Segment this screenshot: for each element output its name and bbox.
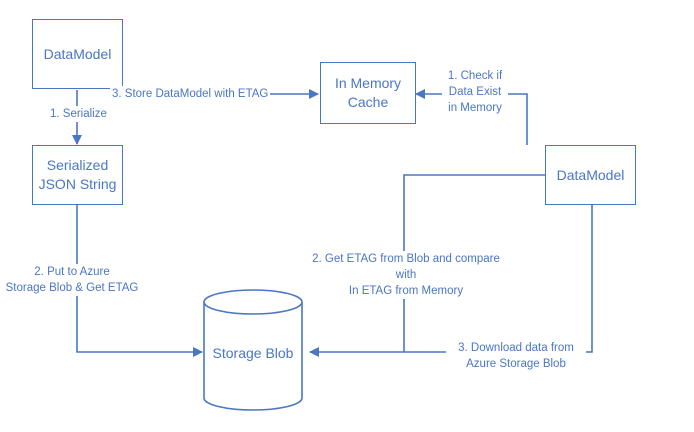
store-label: 3. Store DataModel with ETAG [110, 86, 271, 102]
get-etag-label: 2. Get ETAG from Blob and compare with I… [307, 251, 505, 299]
serialized-json-box: Serialized JSON String [32, 145, 123, 205]
check-cache-label: 1. Check if Data Exist in Memory [442, 68, 508, 116]
storage-blob-label: Storage Blob [212, 344, 294, 361]
serialize-label: 1. Serialize [50, 106, 107, 122]
download-label: 3. Download data from Azure Storage Blob [446, 340, 586, 372]
in-memory-cache-box: In Memory Cache [320, 62, 416, 124]
datamodel-left-box: DataModel [32, 19, 123, 89]
download-arrow [309, 205, 593, 357]
datamodel-right-box: DataModel [545, 145, 636, 205]
storage-blob-cylinder [203, 289, 303, 411]
put-to-blob-arrow [76, 204, 203, 357]
put-to-blob-label: 2. Put to Azure Storage Blob & Get ETAG [3, 264, 141, 296]
